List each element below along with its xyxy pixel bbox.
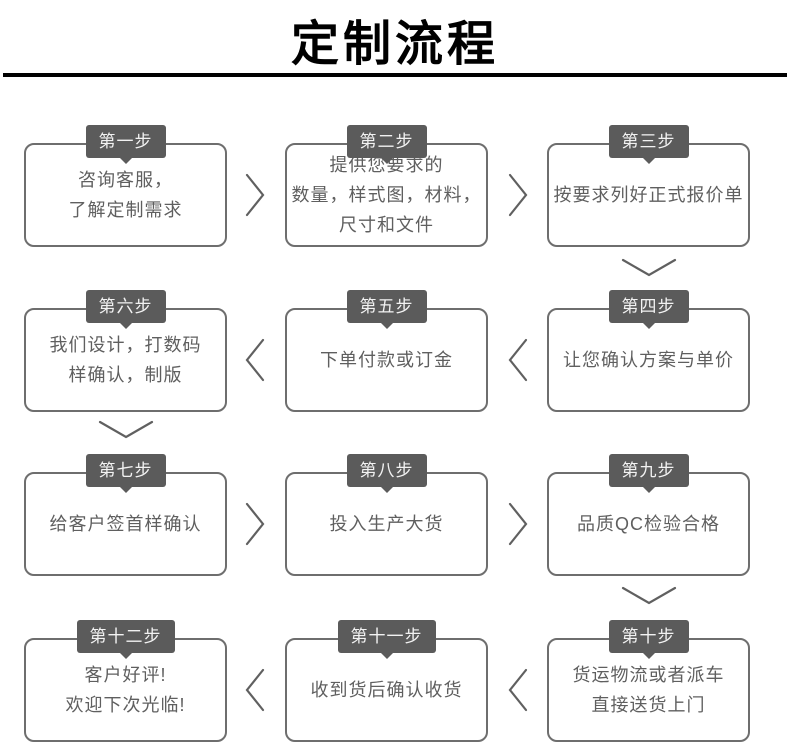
step-text: 样确认，制版 [68, 365, 183, 385]
step-badge-6: 第六步 [85, 290, 166, 323]
arrow-left-icon [244, 337, 266, 383]
step-card-3: 第三步 按要求列好正式报价单 [547, 125, 750, 247]
arrow-right-icon [244, 501, 266, 547]
step-text: 按要求列好正式报价单 [553, 185, 744, 205]
step-text: 让您确认方案与单价 [563, 350, 734, 370]
step-badge-1: 第一步 [85, 125, 166, 158]
step-badge-9: 第九步 [608, 454, 689, 487]
step-card-6: 第六步 我们设计，打数码 样确认，制版 [24, 290, 227, 412]
step-text: 数量，样式图，材料， [291, 185, 482, 205]
arrow-left-icon [244, 667, 266, 713]
step-card-9: 第九步 品质QC检验合格 [547, 454, 750, 576]
step-card-5: 第五步 下单付款或订金 [285, 290, 488, 412]
step-card-8: 第八步 投入生产大货 [285, 454, 488, 576]
step-badge-5: 第五步 [346, 290, 427, 323]
arrow-right-icon [507, 172, 529, 218]
title-divider [3, 73, 787, 77]
step-badge-7: 第七步 [85, 454, 166, 487]
step-text: 尺寸和文件 [339, 215, 434, 235]
step-card-12: 第十二步 客户好评! 欢迎下次光临! [24, 620, 227, 742]
step-card-2: 第二步 提供您要求的 数量，样式图，材料， 尺寸和文件 [285, 125, 488, 247]
step-badge-10: 第十步 [608, 620, 689, 653]
step-badge-4: 第四步 [608, 290, 689, 323]
step-text: 给客户签首样确认 [49, 514, 202, 534]
page-title: 定制流程 [290, 18, 499, 71]
step-badge-11: 第十一步 [337, 620, 436, 653]
arrow-right-icon [244, 172, 266, 218]
step-card-4: 第四步 让您确认方案与单价 [547, 290, 750, 412]
step-card-11: 第十一步 收到货后确认收货 [285, 620, 488, 742]
step-text: 投入生产大货 [329, 514, 444, 534]
arrow-down-icon [620, 585, 678, 607]
step-text: 客户好评! [84, 665, 167, 685]
step-card-1: 第一步 咨询客服， 了解定制需求 [24, 125, 227, 247]
step-text: 收到货后确认收货 [310, 680, 463, 700]
step-text: 了解定制需求 [68, 200, 183, 220]
step-text: 品质QC检验合格 [577, 514, 720, 534]
step-badge-2: 第二步 [346, 125, 427, 158]
step-badge-3: 第三步 [608, 125, 689, 158]
step-text: 直接送货上门 [591, 695, 706, 715]
arrow-down-icon [97, 419, 155, 441]
step-card-7: 第七步 给客户签首样确认 [24, 454, 227, 576]
step-text: 下单付款或订金 [320, 350, 453, 370]
arrow-left-icon [507, 337, 529, 383]
step-box-5: 下单付款或订金 [285, 308, 488, 412]
step-text: 我们设计，打数码 [49, 335, 202, 355]
step-text: 提供您要求的 [329, 155, 444, 175]
step-text: 欢迎下次光临! [65, 695, 186, 715]
step-card-10: 第十步 货运物流或者派车 直接送货上门 [547, 620, 750, 742]
arrow-right-icon [507, 501, 529, 547]
arrow-down-icon [620, 257, 678, 279]
step-text: 货运物流或者派车 [572, 665, 725, 685]
step-badge-8: 第八步 [346, 454, 427, 487]
step-box-9: 品质QC检验合格 [547, 472, 750, 576]
step-badge-12: 第十二步 [76, 620, 175, 653]
step-text: 咨询客服， [78, 170, 173, 190]
arrow-left-icon [507, 667, 529, 713]
